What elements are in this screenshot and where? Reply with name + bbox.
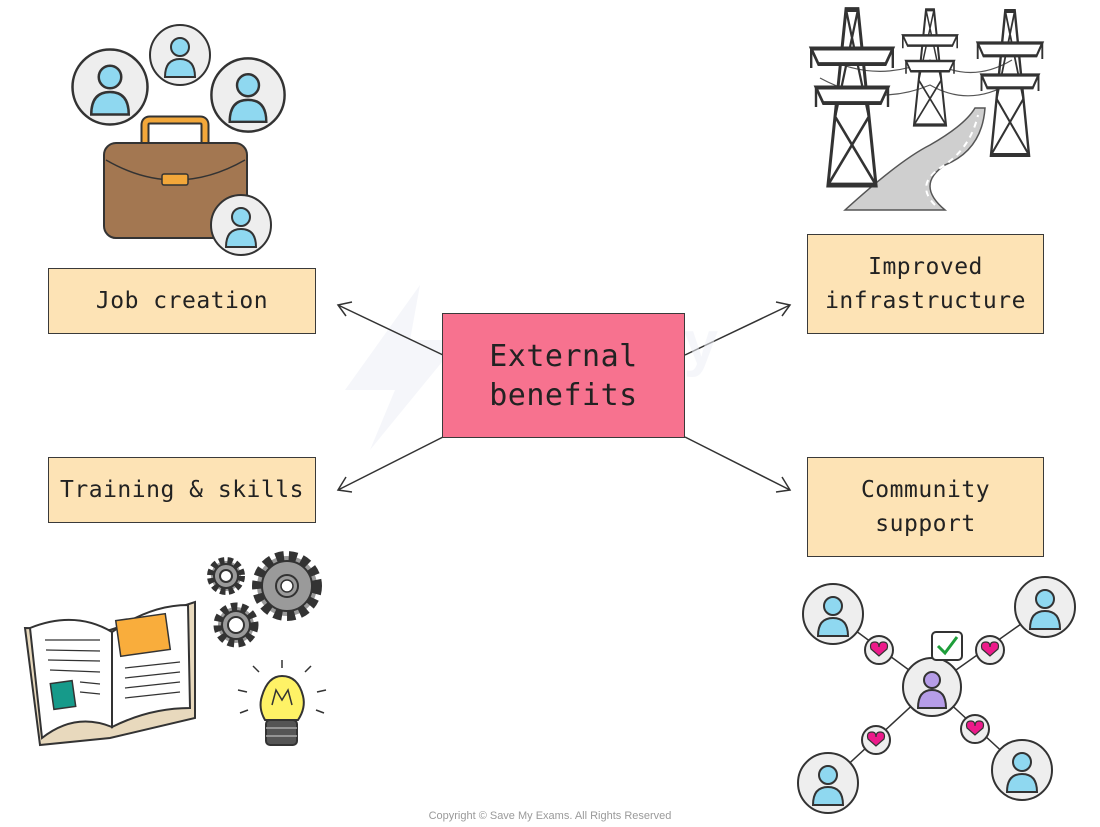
training-skills-box: Training & skills (48, 457, 316, 523)
power-lines-road-icon (811, 9, 1042, 211)
briefcase-people-icon (71, 24, 286, 256)
external-benefits-node: External benefits (442, 313, 685, 438)
copyright-notice: Copyright © Save My Exams. All Rights Re… (428, 810, 672, 822)
job-creation-box: Job creation (48, 268, 316, 334)
community-support-box: Community support (807, 457, 1044, 557)
connector-arrows (336, 301, 792, 493)
watermark-logo (345, 285, 460, 450)
arrow-to-job-creation (337, 304, 444, 356)
arrow-to-infrastructure (684, 304, 791, 356)
community-network-icon (797, 576, 1076, 814)
book-gears-bulb-icon (23, 551, 327, 747)
arrow-to-community (684, 436, 791, 491)
arrow-to-training (337, 436, 444, 491)
improved-infrastructure-box: Improved infrastructure (807, 234, 1044, 334)
